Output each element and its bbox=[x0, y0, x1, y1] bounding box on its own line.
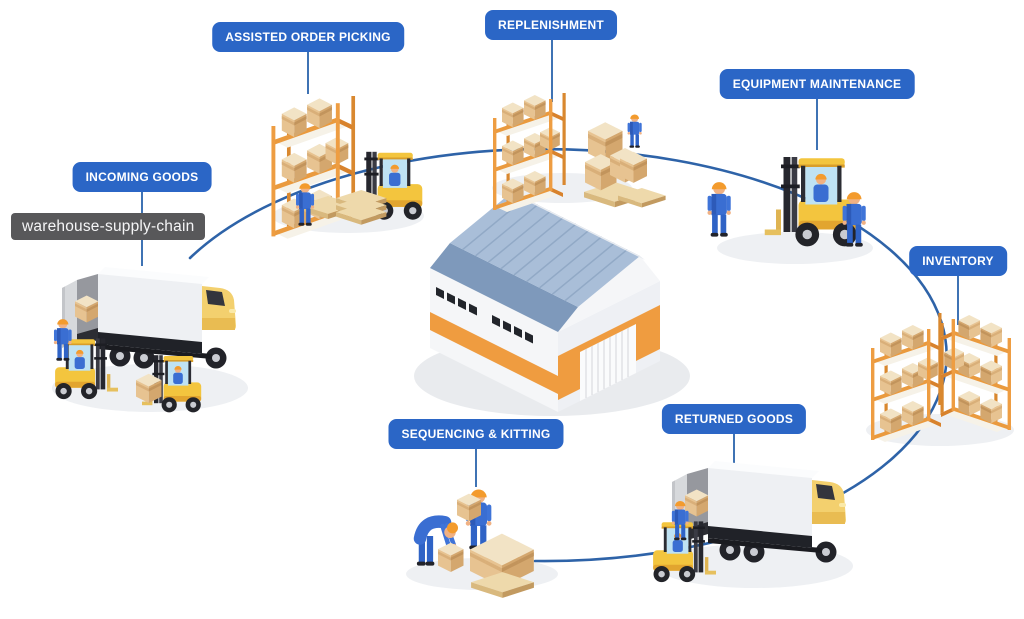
tooltip: warehouse-supply-chain bbox=[11, 213, 206, 240]
label-inventory: INVENTORY bbox=[909, 246, 1007, 276]
label-equipment-maintenance: EQUIPMENT MAINTENANCE bbox=[719, 69, 915, 99]
label-replenishment: REPLENISHMENT bbox=[485, 10, 617, 40]
label-assisted-order-picking: ASSISTED ORDER PICKING bbox=[212, 22, 404, 52]
label-sequencing-kitting: SEQUENCING & KITTING bbox=[388, 419, 564, 449]
label-returned-goods: RETURNED GOODS bbox=[661, 404, 807, 434]
label-incoming-goods: INCOMING GOODS bbox=[72, 162, 212, 192]
warehouse-building-illustration bbox=[430, 192, 660, 412]
